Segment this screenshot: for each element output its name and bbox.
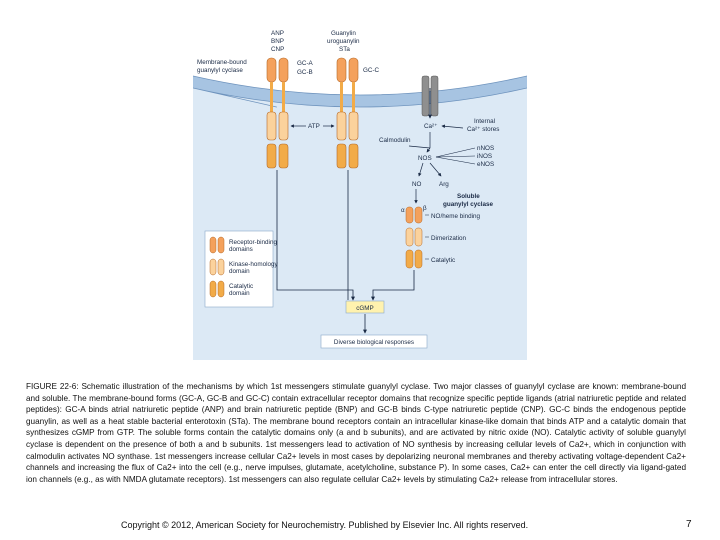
ligand-anp: ANP: [271, 30, 284, 37]
page-number: 7: [686, 519, 692, 530]
cgmp-box: [345, 300, 385, 314]
arg-label: Arg: [439, 181, 449, 188]
gc-c-label: GC-C: [363, 67, 380, 74]
receptor-gc-ab: [266, 57, 289, 169]
copyright-notice: Copyright © 2012, American Society for N…: [121, 520, 529, 530]
beta-label: β: [423, 205, 427, 212]
legend-kinase-label: Kinase-homology: [229, 261, 279, 268]
legend-catalytic-swatch: [209, 280, 217, 298]
nos-label: NOS: [418, 155, 432, 162]
legend-receptor-label: Receptor-binding: [229, 239, 277, 246]
legend-kinase-label-2: domain: [229, 268, 250, 275]
no-label: NO: [412, 181, 422, 188]
cgmp-label: cGMP: [356, 305, 374, 312]
internal-stores-label-2: Ca²⁺ stores: [467, 126, 499, 133]
catalytic-label: Catalytic: [431, 257, 455, 264]
calcium-channel: [421, 75, 430, 117]
legend-catalytic-label: Catalytic: [229, 283, 253, 290]
cell-membrane: [193, 76, 527, 107]
membrane-bound-label: Membrane-bound: [197, 59, 247, 66]
legend-kinase-swatch: [209, 258, 217, 276]
responses-label: Diverse biological responses: [334, 339, 414, 346]
responses-box: [320, 334, 428, 349]
nnos-label: nNOS: [477, 145, 494, 152]
legend-catalytic-label-2: domain: [229, 290, 250, 297]
figure-caption: FIGURE 22-6: Schematic illustration of t…: [26, 382, 686, 484]
ligand-guanylin: Guanylin: [331, 30, 356, 37]
ligand-sta: STa: [339, 46, 350, 53]
inos-label: iNOS: [477, 153, 492, 160]
stores-arrow: [441, 124, 464, 129]
calcium-label: Ca²⁺: [424, 123, 437, 130]
soluble-gc-label-2: guanylyl cyclase: [443, 201, 494, 208]
internal-stores-label: Internal: [474, 118, 495, 125]
soluble-gc-label: Soluble: [457, 193, 480, 200]
calmodulin-label: Calmodulin: [379, 137, 411, 144]
dimerization-label: Dimerization: [431, 235, 466, 242]
atp-label: ATP: [308, 123, 320, 130]
ligand-bnp: BNP: [271, 38, 284, 45]
legend: Receptor-binding domains Kinase-homology…: [204, 230, 279, 308]
alpha-label: α: [401, 207, 405, 214]
enos-label: eNOS: [477, 161, 494, 168]
no-heme-label: NO/heme binding: [431, 213, 481, 220]
guanylyl-cyclase-diagram: ANP BNP CNP Guanylin uroguanylin STa Mem…: [193, 0, 527, 360]
ligand-cnp: CNP: [271, 46, 284, 53]
arrow-gcab-to-cgmp: [276, 170, 355, 301]
arrow-sgc-to-cgmp: [371, 270, 415, 301]
gc-a-label: GC-A: [297, 60, 314, 67]
membrane-bound-label-2: guanylyl cyclase: [197, 67, 243, 74]
receptor-gc-c: [336, 57, 359, 169]
ligand-uroguanylin: uroguanylin: [327, 38, 360, 45]
soluble-guanylyl-cyclase: [405, 206, 423, 269]
cytoplasm: [193, 82, 527, 360]
legend-receptor-label-2: domains: [229, 246, 253, 253]
gc-b-label: GC-B: [297, 69, 313, 76]
legend-receptor-swatch: [209, 236, 217, 254]
